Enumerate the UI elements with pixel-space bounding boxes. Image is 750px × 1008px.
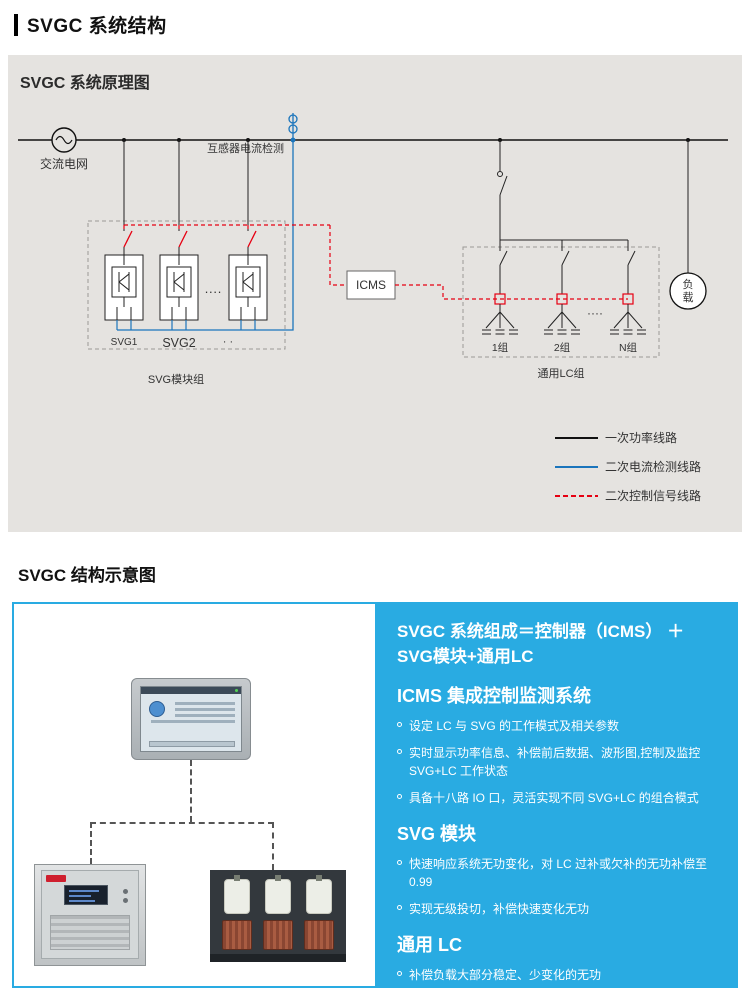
svg2-label: SVG2 [162, 336, 195, 350]
lc-group1-label: 1组 [492, 341, 509, 354]
controller-screen-row [175, 714, 235, 717]
reactor-coil [304, 920, 334, 950]
controller-screen [140, 686, 242, 752]
controller-screen-row [151, 720, 235, 723]
load-label-bottom: 载 [683, 291, 694, 304]
svg1-label: SVG1 [111, 337, 138, 348]
page-header: SVGC 系统结构 [14, 11, 167, 38]
cabinet-vents [50, 915, 130, 950]
lc-group-box [462, 246, 660, 358]
svg-module-group-box [87, 220, 286, 350]
bullet-item: 快速响应系统无功变化，对 LC 过补或欠补的无功补偿至 0.99 [397, 855, 720, 891]
controller-button-bar [149, 741, 235, 747]
icms-bullet-list: 设定 LC 与 SVG 的工作模式及相关参数 实时显示功率信息、补偿前后数据、波… [397, 717, 720, 807]
bullet-text: 实现无级投切，补偿快速变化无功 [409, 902, 590, 917]
svg-module-n [228, 254, 268, 321]
schematic-panel: SVGC 系统原理图 [8, 55, 742, 532]
controller-screen-row [175, 702, 235, 705]
lc-dots: ···· [587, 306, 603, 320]
connector-horizontal [90, 822, 274, 824]
ac-source-icon [51, 127, 77, 153]
page-title: SVGC 系统结构 [27, 16, 167, 37]
lc-branch-1 [481, 239, 519, 335]
section-heading-icms: ICMS 集成控制监测系统 [397, 686, 592, 707]
structure-title: SVGC 结构示意图 [18, 566, 156, 585]
control-signal-line-left [123, 224, 347, 286]
connector-vertical-left [90, 822, 92, 864]
capacitor-unit [306, 875, 332, 914]
lc-photo-base [210, 954, 346, 962]
lc-groupn-label: N组 [619, 341, 638, 354]
capacitor-unit [224, 875, 250, 914]
svg-cabinet-image [34, 864, 146, 966]
module-feeders [122, 138, 257, 255]
current-transformer-icon [117, 113, 298, 331]
description-pane: SVGC 系统组成＝控制器（ICMS） ＋ SVG模块+通用LC ICMS 集成… [375, 604, 736, 986]
structure-panel: SVGC 系统组成＝控制器（ICMS） ＋ SVG模块+通用LC ICMS 集成… [12, 602, 738, 988]
controller-screen-header [141, 687, 241, 694]
bullet-item: 补偿负载大部分稳定、少变化的无功 [397, 966, 720, 984]
icms-box [346, 270, 396, 300]
legend-current-label: 二次电流检测线路 [605, 459, 701, 474]
svg-label-dots: · · [223, 336, 233, 348]
reactor-coil [222, 920, 252, 950]
schematic-title: SVGC 系统原理图 [20, 75, 150, 92]
load-icon [669, 138, 707, 310]
icms-label: ICMS [356, 278, 386, 292]
header-accent-bar [14, 13, 18, 36]
lc-branch-n [609, 239, 647, 335]
lc-group-label: 通用LC组 [537, 366, 584, 380]
lc-feeder [497, 138, 628, 241]
composition-headline: SVGC 系统组成＝控制器（ICMS） ＋ SVG模块+通用LC [397, 622, 685, 666]
legend-signal-label: 二次控制信号线路 [605, 488, 701, 503]
load-label-top: 负 [683, 277, 694, 291]
legend [555, 437, 598, 497]
bullet-dot-icon [397, 749, 402, 755]
connector-vertical-right [272, 822, 274, 870]
bullet-item: 设定 LC 与 SVG 的工作模式及相关参数 [397, 717, 720, 735]
cabinet-display [64, 885, 108, 905]
cabinet-knob [123, 898, 128, 903]
control-signal-line-right [395, 284, 628, 300]
bullet-dot-icon [397, 860, 402, 866]
lc-branch-2 [543, 239, 581, 335]
bullet-item: 实时显示功率信息、补偿前后数据、波形图,控制及监控 SVG+LC 工作状态 [397, 744, 720, 780]
module-dots: ···· [204, 284, 221, 299]
legend-power-label: 一次功率线路 [605, 430, 677, 445]
bullet-text: 补偿负载大部分稳定、少变化的无功 [409, 968, 602, 983]
controller-screen-row [175, 708, 235, 711]
bullet-text: 实时显示功率信息、补偿前后数据、波形图,控制及监控 SVG+LC 工作状态 [409, 746, 701, 779]
bullet-dot-icon [397, 794, 402, 800]
bullet-text: 快速响应系统无功变化，对 LC 过补或欠补的无功补偿至 0.99 [409, 857, 708, 890]
connector-vertical-top [190, 760, 192, 822]
module-secondary-lines [116, 320, 256, 330]
bullet-text: 具备十八路 IO 口，灵活实现不同 SVG+LC 的组合模式 [409, 791, 699, 806]
schematic-diagram: 交流电网 互感器电流检测 [18, 113, 728, 503]
reactor-coil [263, 920, 293, 950]
svg-cabinet-front [41, 870, 139, 959]
svg-group-label: SVG模块组 [148, 372, 204, 386]
ac-grid-label: 交流电网 [40, 156, 88, 171]
bullet-text: 设定 LC 与 SVG 的工作模式及相关参数 [409, 719, 620, 734]
section-heading-svg: SVG 模块 [397, 824, 477, 845]
bullet-dot-icon [397, 971, 402, 977]
icms-controller-image [131, 678, 251, 760]
lc-group2-label: 2组 [554, 341, 571, 354]
lc-bullet-list: 补偿负载大部分稳定、少变化的无功 [397, 966, 720, 984]
bullet-dot-icon [397, 722, 402, 728]
bullet-item: 具备十八路 IO 口，灵活实现不同 SVG+LC 的组合模式 [397, 789, 720, 807]
lc-capacitor-image [210, 870, 346, 962]
controller-gauge-icon [149, 701, 165, 717]
cabinet-knob [123, 889, 128, 894]
brand-logo [46, 875, 66, 882]
bullet-dot-icon [397, 905, 402, 911]
ct-label: 互感器电流检测 [207, 141, 284, 155]
section-heading-lc: 通用 LC [397, 935, 462, 956]
bullet-item: 实现无级投切，补偿快速变化无功 [397, 900, 720, 918]
svg-bullet-list: 快速响应系统无功变化，对 LC 过补或欠补的无功补偿至 0.99 实现无级投切，… [397, 855, 720, 918]
capacitor-unit [265, 875, 291, 914]
